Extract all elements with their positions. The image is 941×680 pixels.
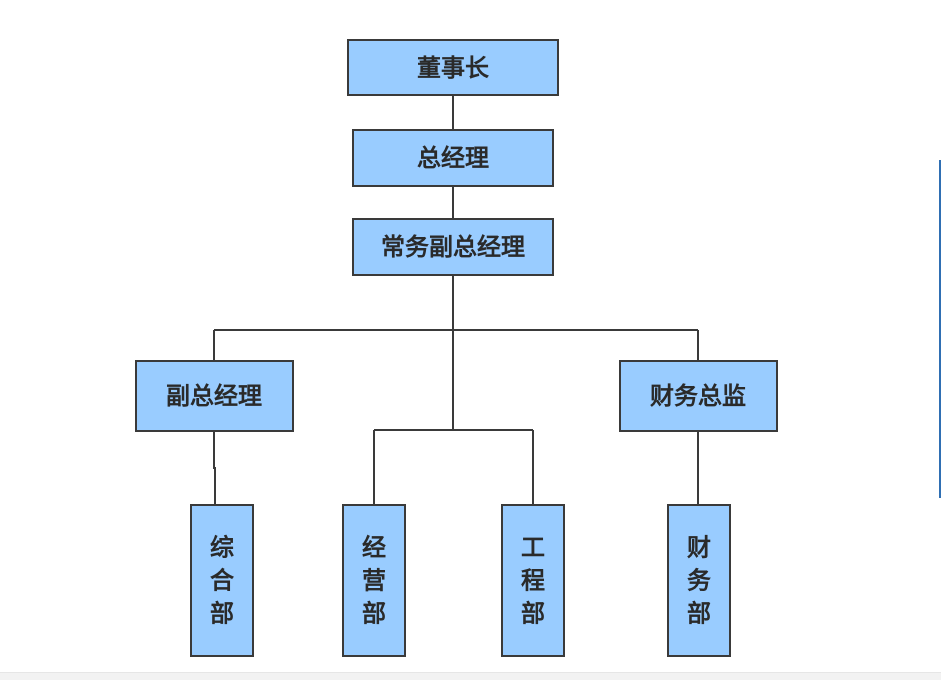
bottom-bar xyxy=(0,672,941,680)
node-deputy-gm-label: 副总经理 xyxy=(166,382,262,410)
node-chairman-label: 董事长 xyxy=(417,54,490,82)
node-executive-vp: 常务副总经理 xyxy=(352,218,554,276)
node-general-manager: 总经理 xyxy=(352,129,554,187)
right-edge-line xyxy=(939,160,941,498)
node-admin-dept-label: 综合部 xyxy=(210,534,235,628)
node-finance-dept-label: 财务部 xyxy=(687,534,712,628)
node-engineering-dept: 工程部 xyxy=(501,504,565,657)
connector-deputy-to-admin xyxy=(213,431,216,505)
node-general-manager-label: 总经理 xyxy=(417,144,489,172)
node-business-dept-label: 经营部 xyxy=(362,534,386,628)
connectors xyxy=(213,95,699,505)
node-engineering-dept-label: 工程部 xyxy=(521,534,545,628)
node-finance-dept: 财务部 xyxy=(667,504,731,657)
node-finance-director-label: 财务总监 xyxy=(650,382,746,410)
node-finance-director: 财务总监 xyxy=(619,360,778,432)
node-admin-dept: 综合部 xyxy=(190,504,254,657)
node-chairman: 董事长 xyxy=(347,39,559,96)
node-deputy-gm: 副总经理 xyxy=(135,360,294,432)
node-business-dept: 经营部 xyxy=(342,504,406,657)
node-executive-vp-label: 常务副总经理 xyxy=(381,233,525,261)
